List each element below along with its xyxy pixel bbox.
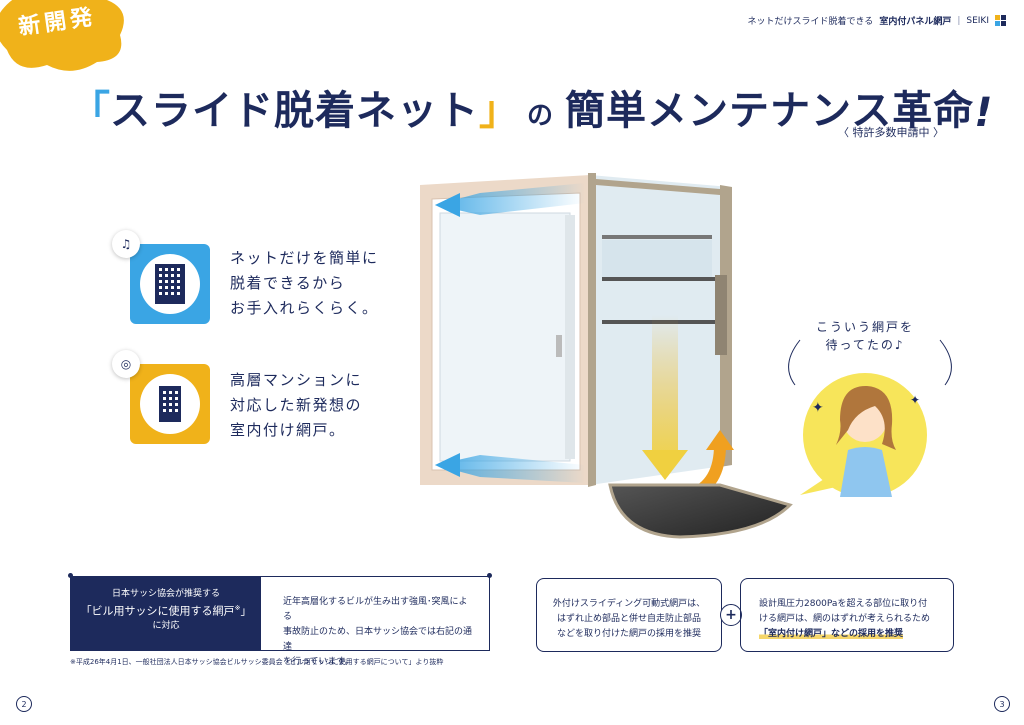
patent-note: 〈 特許多数申請中 〉 [838,126,944,139]
footnote: ※平成26年4月1日、一般社団法人日本サッシ協会ビルサッシ委員会「ビル用サッシに… [70,658,444,666]
header-product: 室内付パネル網戸 [879,17,952,27]
svg-text:✦: ✦ [812,400,824,416]
corner-dot [487,573,492,578]
feature-icon-box [130,244,210,324]
header-brand: SEIKI [966,15,989,26]
feature-line: 高層マンションに [230,371,363,389]
plus-icon: + [720,604,742,626]
music-note-icon: ♫ [112,230,140,258]
indoor-screen-recommendation: 設計風圧力2800Paを超える部位に取り付 ける網戸は、網のはずれが考えられるた… [740,578,954,652]
page-number-right: 3 [994,696,1010,712]
sash-association-box: 日本サッシ協会が推奨する 「ビル用サッシに使用する網戸※」 に対応 近年高層化す… [70,576,490,667]
sash-association-title: 日本サッシ協会が推奨する 「ビル用サッシに使用する網戸※」 に対応 [71,577,261,650]
woman-speech-illustration: ✦ ✦ [788,339,952,497]
highlighted-recommendation: 「室内付け網戸」などの採用を推奨 [759,629,904,639]
headline-close-bracket: 」 [479,88,519,134]
target-icon: ◎ [112,350,140,378]
sash-association-description: 近年高層化するビルが生み出す強風･突風による 事故防止のため、日本サッシ協会では… [283,597,473,667]
headline-open-bracket: 「 [70,88,110,134]
tower-icon [159,386,181,422]
speech-bubble: こういう網戸を 待ってたの♪ [800,318,930,354]
feature-line: お手入れらくらく。 [230,299,379,317]
external-screen-recommendation: 外付けスライディング可動式網戸は、 はずれ止め部品と併せ自走防止部品 などを取り… [536,578,722,652]
header-separator: | [957,15,961,26]
feature-line: 室内付け網戸。 [230,421,346,439]
headline-particle: の [527,101,554,131]
brand-logo-icon [995,15,1006,26]
speech-line: 待ってたの♪ [825,338,905,352]
corner-dot [68,573,73,578]
header-lead: ネットだけスライド脱着できる [747,17,874,27]
headline-rest: 簡単メンテナンス革命 [565,88,975,134]
building-icon [155,264,185,304]
feature-line: 対応した新発想の [230,396,363,414]
svg-text:✦: ✦ [910,393,920,407]
window-illustration [420,165,800,545]
page-number-left: 2 [16,696,32,712]
page-header: ネットだけスライド脱着できる 室内付パネル網戸 | SEIKI [747,14,1006,27]
feature-line: 脱着できるから [230,274,346,292]
window-screen-icon [420,173,793,539]
feature-icon-box [130,364,210,444]
speech-line: こういう網戸を [815,320,914,334]
feature-line: ネットだけを簡単に [230,249,379,267]
headline-main: スライド脱着ネット [110,88,479,134]
headline: 「 スライド脱着ネット 」 の 簡単メンテナンス革命 ! [70,78,992,136]
new-development-badge: 新開発 [0,0,142,80]
headline-exclaim: ! [974,90,994,136]
